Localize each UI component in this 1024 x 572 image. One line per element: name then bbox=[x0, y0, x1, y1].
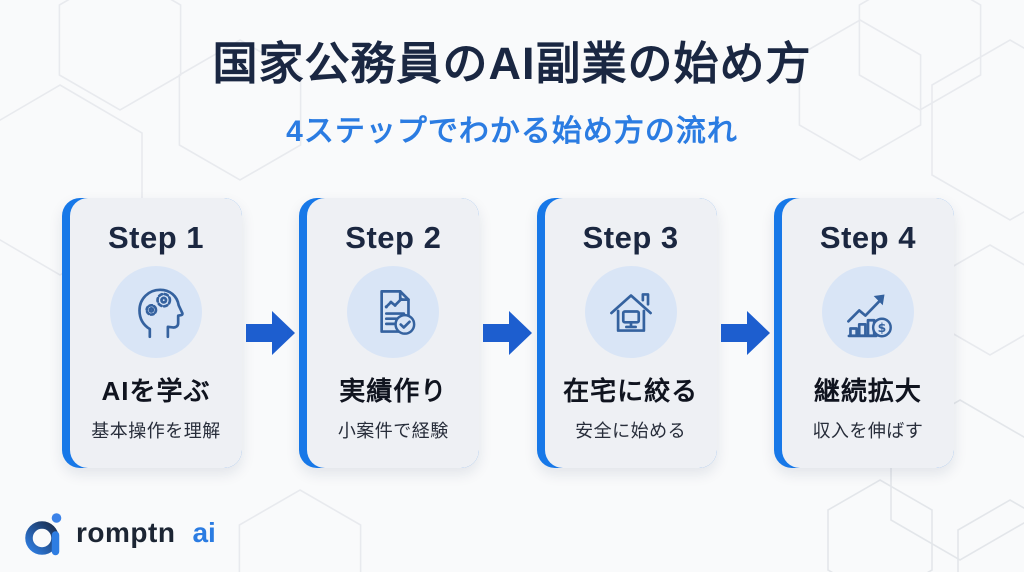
step-2-heading: 実績作り bbox=[339, 376, 448, 406]
step-card-2: Step 2 実績作り 小案件で経験 bbox=[299, 198, 480, 468]
page-title: 国家公務員のAI副業の始め方 bbox=[212, 38, 812, 89]
flow-arrow-2 bbox=[483, 311, 533, 355]
dollar-symbol: $ bbox=[878, 321, 887, 335]
step-3-heading: 在宅に絞る bbox=[563, 376, 699, 406]
flow-arrow-3 bbox=[720, 311, 770, 355]
romptn-logo-icon bbox=[25, 513, 62, 556]
step-4-label: Step 4 bbox=[819, 220, 916, 255]
step-2-caption: 小案件で経験 bbox=[337, 421, 449, 441]
report-check-icon bbox=[347, 266, 440, 358]
step-3-label: Step 3 bbox=[582, 220, 679, 255]
brain-gears-icon bbox=[110, 266, 202, 358]
step-1-caption: 基本操作を理解 bbox=[91, 421, 221, 441]
logo-wordmark: romptn bbox=[76, 517, 176, 548]
flow-arrow-1 bbox=[246, 311, 296, 355]
brand-logo: romptn ai bbox=[24, 508, 216, 558]
step-3-caption: 安全に始める bbox=[575, 421, 687, 441]
step-card-3: Step 3 在宅に絞る 安全に始める bbox=[536, 198, 717, 468]
step-1-heading: AIを学ぶ bbox=[101, 376, 211, 406]
growth-money-icon: $ bbox=[821, 266, 914, 358]
steps-row: Step 1 AIを学ぶ 基本操作を理解 Step 2 bbox=[62, 198, 954, 468]
step-4-heading: 継続拡大 bbox=[813, 376, 922, 406]
step-card-4-body: Step 4 $ 継続拡大 収入を伸ばす bbox=[781, 198, 954, 468]
step-card-1: Step 1 AIを学ぶ 基本操作を理解 bbox=[62, 198, 242, 468]
page-subtitle: 4ステップでわかる始め方の流れ bbox=[286, 114, 738, 148]
home-computer-icon bbox=[584, 266, 677, 358]
step-1-label: Step 1 bbox=[107, 220, 205, 255]
step-card-1-body: Step 1 AIを学ぶ 基本操作を理解 bbox=[70, 198, 242, 468]
step-2-label: Step 2 bbox=[345, 220, 442, 255]
step-card-4: Step 4 $ 継続拡大 収入を伸ばす bbox=[773, 198, 954, 468]
header: 国家公務員のAI副業の始め方 4ステップでわかる始め方の流れ bbox=[0, 38, 1024, 150]
step-card-2-body: Step 2 実績作り 小案件で経験 bbox=[307, 198, 480, 468]
step-4-caption: 収入を伸ばす bbox=[812, 421, 924, 441]
step-card-3-body: Step 3 在宅に絞る 安全に始める bbox=[544, 198, 717, 468]
logo-suffix: ai bbox=[192, 517, 216, 548]
